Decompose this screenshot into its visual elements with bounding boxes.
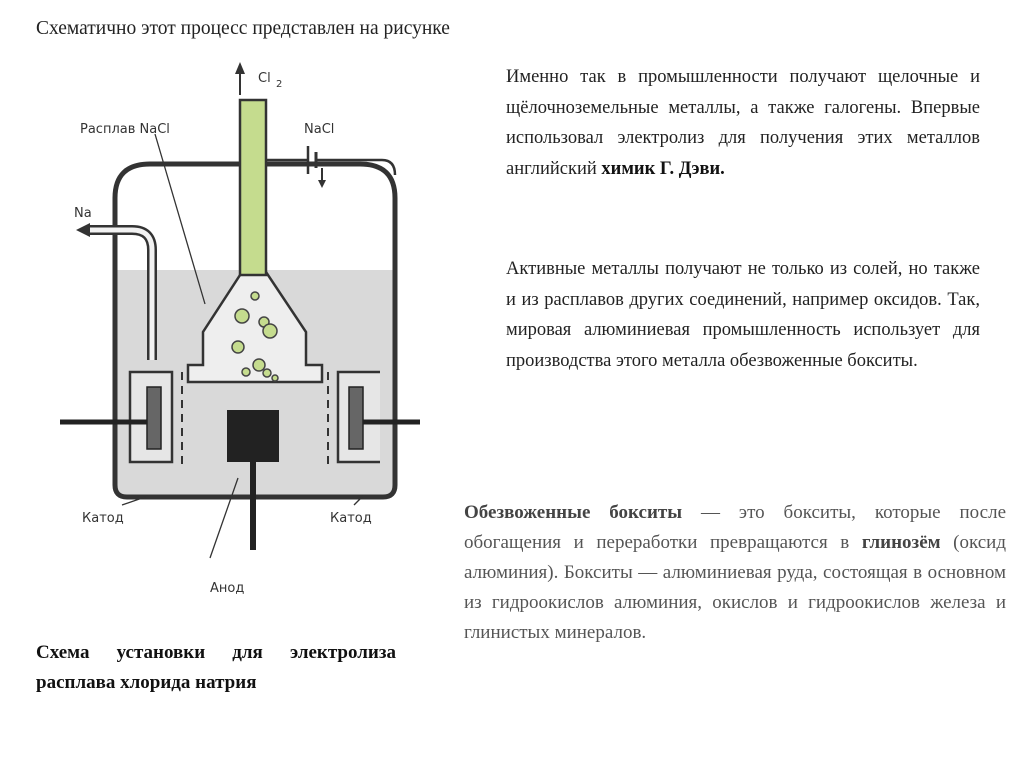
anode-hood xyxy=(186,270,324,384)
diagram-caption: Схема установки для электролиза расплава… xyxy=(36,642,396,693)
label-cathode-right: Катод xyxy=(330,511,372,526)
slide-title: Схематично этот процесс представлен на р… xyxy=(36,18,450,39)
label-cl2: Cl xyxy=(258,71,271,86)
cathode-right xyxy=(348,386,364,450)
label-na: Na xyxy=(74,206,92,221)
paragraph-industrial: Именно так в промышленности получают щел… xyxy=(506,62,980,184)
vessel xyxy=(112,161,398,500)
paragraph-text: (оксид алюминия). Бокситы — алюминиевая … xyxy=(464,532,1007,643)
label-melt: Расплав NaCl xyxy=(80,122,170,137)
term-bauxite: Обезвоженные бокситы xyxy=(464,502,683,523)
cathode-left xyxy=(146,386,162,450)
sodium-arrow xyxy=(76,223,90,237)
label-cathode-left: Катод xyxy=(82,511,124,526)
term-alumina: глинозём xyxy=(861,532,941,553)
label-nacl: NaCl xyxy=(304,122,334,137)
power-arrow xyxy=(318,180,326,188)
paragraph-text: Активные металлы получают не только из с… xyxy=(506,259,980,371)
anode-block xyxy=(227,410,279,462)
paragraph-oxides: Активные металлы получают не только из с… xyxy=(506,254,980,376)
paragraph-text: — это бокситы, которые после обогащения … xyxy=(464,502,1006,553)
paragraph-bold: химик Г. Дэви. xyxy=(601,158,725,179)
paragraph-bauxite: Обезвоженные бокситы — это бокситы, кото… xyxy=(464,498,1006,648)
chlorine-bubbles xyxy=(231,291,279,382)
label-cl2-sub: 2 xyxy=(276,79,282,90)
label-anode: Анод xyxy=(210,581,244,596)
paragraph-text: Именно так в промышленности получают щел… xyxy=(506,67,980,179)
electrolysis-diagram: Cl 2 Расплав NaCl NaCl Na Катод Катод Ан… xyxy=(60,62,420,596)
chlorine-tube xyxy=(238,98,268,277)
chlorine-arrow xyxy=(235,62,245,74)
